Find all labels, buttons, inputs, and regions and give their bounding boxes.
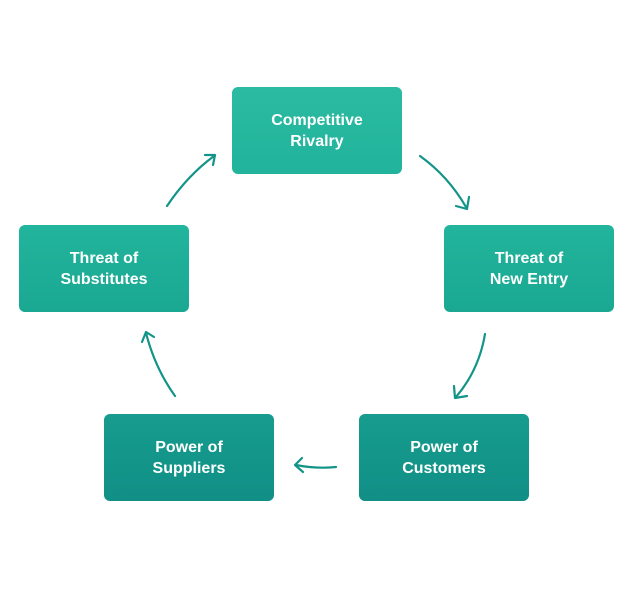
node-power-of-suppliers: Power of Suppliers (104, 414, 274, 501)
node-label-line2: Customers (402, 459, 486, 477)
node-label-line1: Competitive (271, 111, 363, 129)
node-label-line2: Rivalry (290, 132, 344, 150)
node-label-line1: Power of (155, 438, 223, 456)
node-label-line1: Threat of (69, 249, 139, 267)
arrow-rivalry-to-entry (418, 154, 471, 211)
node-label-line2: Suppliers (152, 459, 226, 477)
arrow-customers-to-suppliers (293, 456, 338, 474)
node-label-line2: New Entry (489, 270, 569, 288)
arrow-suppliers-to-substitutes (140, 330, 177, 398)
node-label-line2: Substitutes (60, 270, 148, 288)
arrow-substitutes-to-rivalry (165, 153, 217, 208)
node-threat-of-new-entry: Threat of New Entry (444, 225, 614, 312)
node-label-line1: Threat of (494, 249, 564, 267)
arrow-entry-to-customers (452, 332, 487, 400)
node-label-line1: Power of (410, 438, 478, 456)
node-power-of-customers: Power of Customers (359, 414, 529, 501)
node-threat-of-substitutes: Threat of Substitutes (19, 225, 189, 312)
